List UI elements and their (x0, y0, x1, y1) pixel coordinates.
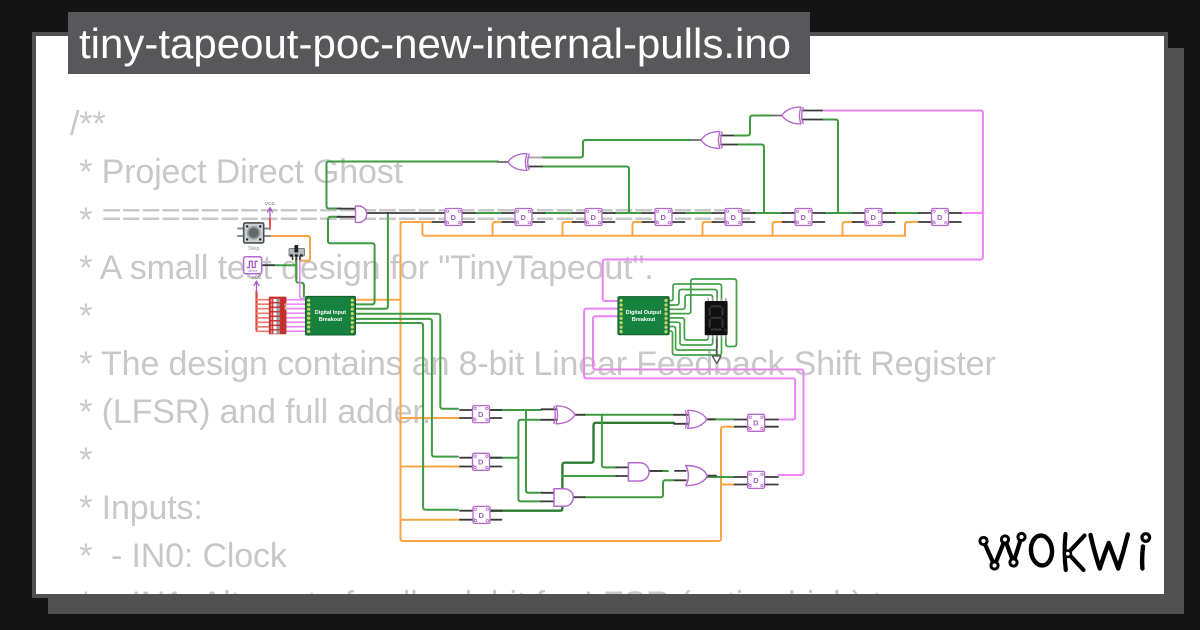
svg-text:D: D (590, 213, 596, 222)
svg-text:VCC: VCC (265, 201, 276, 207)
svg-text:D: D (753, 476, 759, 485)
svg-text:Breakout: Breakout (319, 317, 343, 323)
svg-text:ON: ON (283, 304, 288, 310)
svg-text:D: D (730, 213, 736, 222)
svg-text:VCC: VCC (251, 275, 262, 281)
svg-text:D: D (937, 213, 943, 222)
svg-text:Digital Input: Digital Input (315, 310, 346, 316)
svg-text:D: D (660, 213, 666, 222)
svg-text:D: D (478, 511, 484, 520)
svg-text:Step: Step (248, 246, 260, 252)
svg-text:1KHz: 1KHz (248, 269, 257, 273)
svg-text:D: D (870, 213, 876, 222)
svg-text:D: D (478, 458, 484, 467)
svg-text:D: D (520, 213, 526, 222)
svg-text:D: D (800, 213, 806, 222)
svg-text:Breakout: Breakout (632, 317, 656, 323)
svg-text:D: D (478, 410, 484, 419)
svg-text:Digital Output: Digital Output (626, 310, 662, 316)
svg-text:D: D (450, 213, 456, 222)
svg-text:D: D (753, 419, 759, 428)
